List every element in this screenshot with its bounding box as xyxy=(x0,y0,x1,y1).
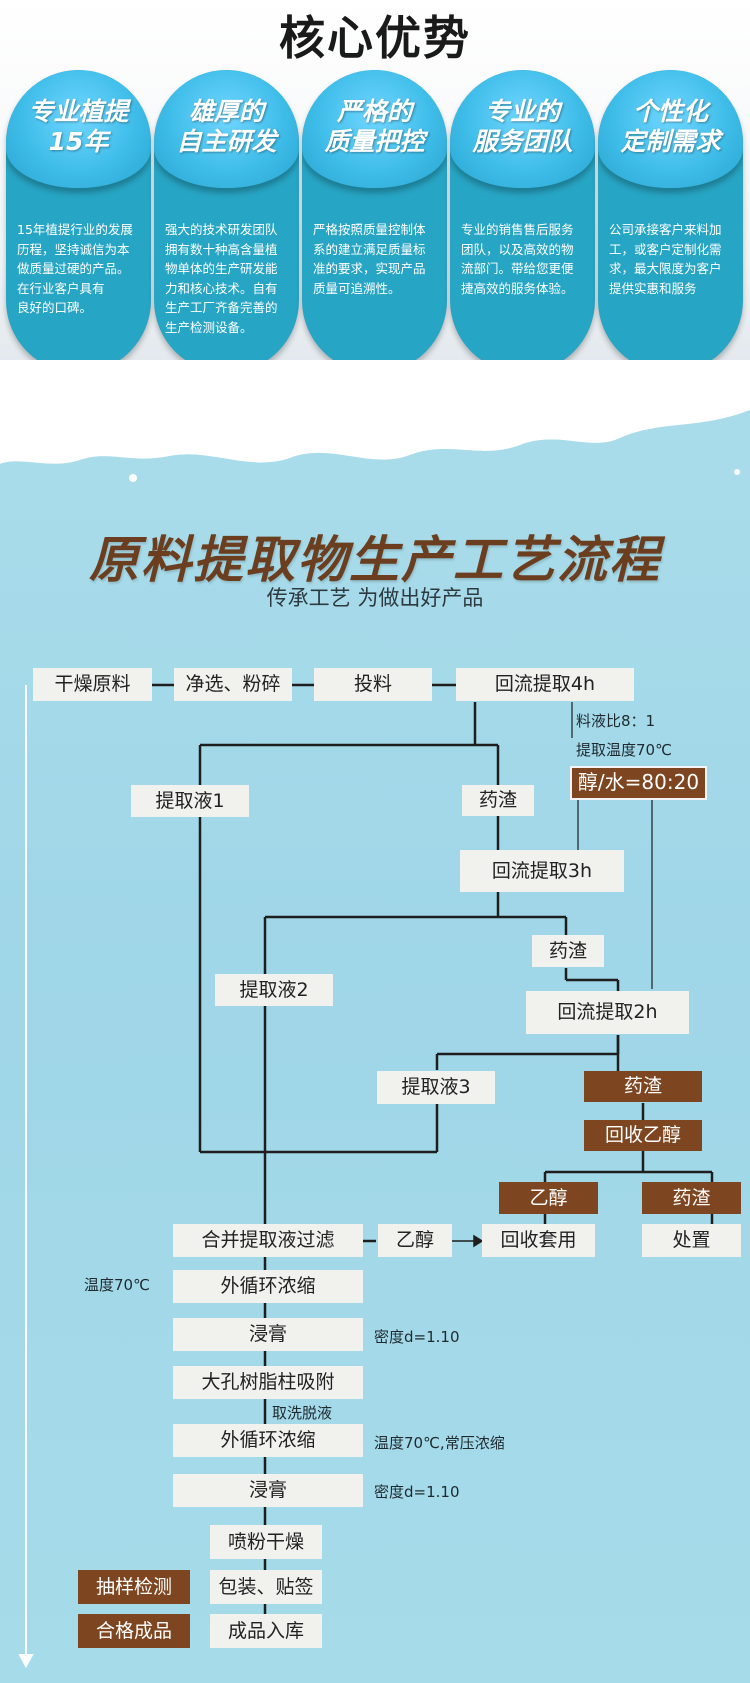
step-concentrate-1: 外循环浓缩 xyxy=(173,1270,363,1303)
step-select-crush: 净选、粉碎 xyxy=(174,668,292,701)
card-description: 15年植提行业的发展历程，坚持诚信为本做质量过硬的产品。在行业客户具有良好的口碑… xyxy=(17,222,133,315)
step-recycle: 回收套用 xyxy=(482,1224,595,1257)
step-warehouse: 成品入库 xyxy=(210,1614,322,1648)
milk-splash-divider xyxy=(0,360,750,490)
step-extractum-2: 浸膏 xyxy=(173,1474,363,1507)
step-extractum-1: 浸膏 xyxy=(173,1318,363,1351)
step-spray-dry: 喷粉干燥 xyxy=(210,1525,322,1559)
step-ethanol-recovered: 乙醇 xyxy=(499,1182,598,1214)
card-title-line1: 严格的 xyxy=(336,97,412,126)
card-title-line1: 专业植提 xyxy=(28,97,129,126)
process-title: 原料提取物生产工艺流程 xyxy=(89,531,661,589)
step-resin-adsorb: 大孔树脂柱吸附 xyxy=(173,1366,363,1399)
note-ratio: 料液比8：1 xyxy=(576,712,656,730)
note-temp-70: 温度70℃ xyxy=(84,1276,150,1294)
advantage-card-experience: 专业植提 15年 15年植提行业的发展历程，坚持诚信为本做质量过硬的产品。在行业… xyxy=(6,70,151,373)
step-residue-1: 药渣 xyxy=(462,785,534,816)
step-extract-3: 提取液3 xyxy=(377,1071,495,1104)
card-head xyxy=(598,70,743,188)
step-residue-3: 药渣 xyxy=(584,1071,702,1102)
step-dry-material: 干燥原料 xyxy=(33,668,152,701)
card-title-line1: 专业的 xyxy=(484,97,560,126)
step-dispose: 处置 xyxy=(642,1224,741,1257)
step-ethanol: 乙醇 xyxy=(378,1224,452,1257)
step-reflux-3h: 回流提取3h xyxy=(460,850,624,892)
card-description: 专业的销售售后服务团队，以及高效的物流部门。带给您更便捷高效的服务体验。 xyxy=(461,222,574,296)
step-qualified: 合格成品 xyxy=(78,1614,190,1648)
advantage-card-service: 专业的 服务团队 专业的销售售后服务团队，以及高效的物流部门。带给您更便捷高效的… xyxy=(450,70,595,373)
card-title-line2: 自主研发 xyxy=(176,127,277,156)
advantage-card-quality: 严格的 质量把控 严格按照质量控制体系的建立满足质量标准的要求，实现产品质量可追… xyxy=(302,70,447,373)
step-pack-label: 包装、贴签 xyxy=(210,1570,322,1604)
advantage-card-rnd: 雄厚的 自主研发 强大的技术研发团队拥有数十种高含量植物单体的生产研发能力和核心… xyxy=(154,70,299,373)
card-title-line1: 个性化 xyxy=(632,97,708,126)
card-description: 公司承接客户来料加工，或客户定制化需求，最大限度为客户提供实惠和服务 xyxy=(609,222,722,296)
step-feed: 投料 xyxy=(314,668,432,701)
step-recover-ethanol: 回收乙醇 xyxy=(584,1120,702,1151)
step-extract-1: 提取液1 xyxy=(131,785,249,817)
step-sample-test: 抽样检测 xyxy=(78,1570,190,1604)
card-description: 强大的技术研发团队拥有数十种高含量植物单体的生产研发能力和核心技术。自有生产工厂… xyxy=(165,222,278,335)
card-head xyxy=(450,70,595,188)
card-head xyxy=(154,70,299,188)
step-concentrate-2: 外循环浓缩 xyxy=(173,1424,363,1457)
note-temp-pressure: 温度70℃,常压浓缩 xyxy=(374,1434,505,1452)
step-reflux-4h: 回流提取4h xyxy=(456,668,634,701)
note-extract-temp: 提取温度70℃ xyxy=(576,741,672,759)
step-residue-2: 药渣 xyxy=(532,935,604,967)
card-head xyxy=(6,70,151,188)
step-residue-4: 药渣 xyxy=(642,1182,741,1214)
card-title-line2: 15年 xyxy=(48,127,109,156)
card-title-line2: 定制需求 xyxy=(620,127,721,156)
arrow-head xyxy=(473,1234,484,1248)
card-description: 严格按照质量控制体系的建立满足质量标准的要求，实现产品质量可追溯性。 xyxy=(313,222,426,296)
note-density-2: 密度d=1.10 xyxy=(374,1483,460,1501)
note-density-1: 密度d=1.10 xyxy=(374,1328,460,1346)
card-head xyxy=(302,70,447,188)
timeline-arrow-head xyxy=(18,1654,34,1669)
process-subtitle: 传承工艺 为做出好产品 xyxy=(266,586,484,610)
step-extract-2: 提取液2 xyxy=(215,974,333,1006)
card-title-line1: 雄厚的 xyxy=(188,97,264,126)
solvent-ratio-badge: 醇/水=80:20 xyxy=(570,766,707,800)
card-title-line2: 服务团队 xyxy=(472,127,573,156)
card-title-line2: 质量把控 xyxy=(324,127,425,156)
step-reflux-2h: 回流提取2h xyxy=(526,991,689,1034)
advantage-card-custom: 个性化 定制需求 公司承接客户来料加工，或客户定制化需求，最大限度为客户提供实惠… xyxy=(598,70,743,373)
step-combine-filter: 合并提取液过滤 xyxy=(173,1224,363,1257)
note-elute: 取洗脱液 xyxy=(272,1404,333,1422)
advantages-title: 核心优势 xyxy=(279,11,471,65)
